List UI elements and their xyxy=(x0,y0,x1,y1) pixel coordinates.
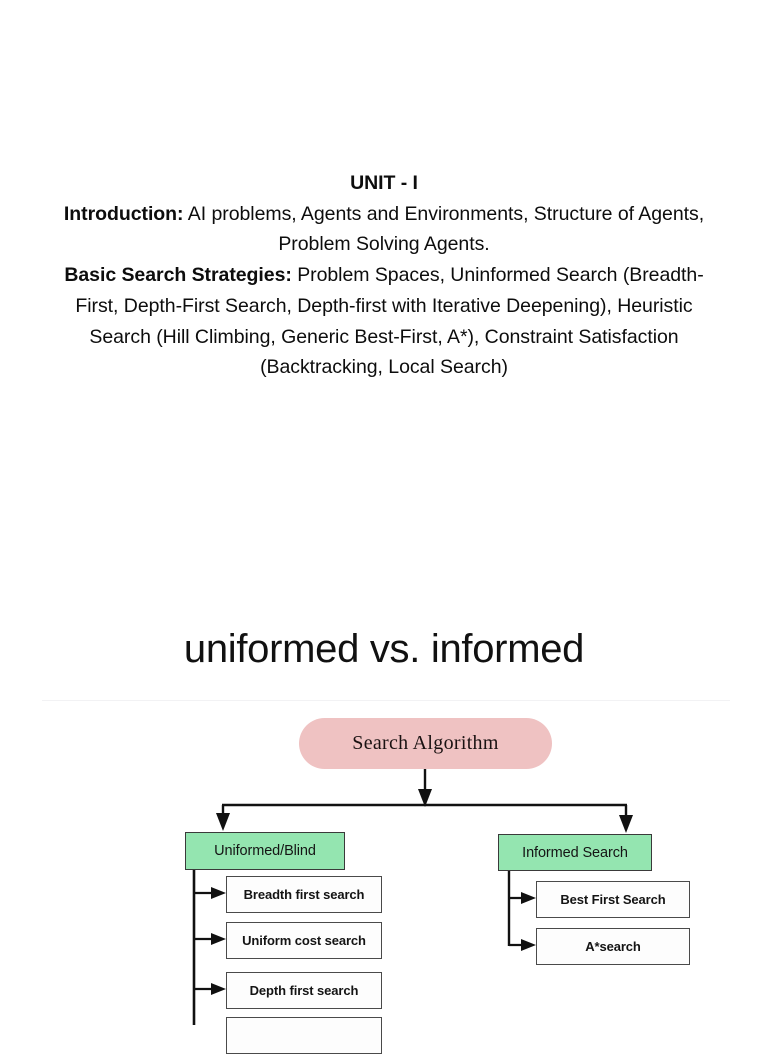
node-uniform-cost-search[interactable]: Uniform cost search xyxy=(226,922,382,959)
syllabus-lead-basic-search-strategies: Basic Search Strategies: xyxy=(64,264,292,287)
node-breadth-first-search[interactable]: Breadth first search xyxy=(226,876,382,913)
section-heading: uniformed vs. informed xyxy=(183,627,585,671)
syllabus-text-block: UNIT - I Introduction: AI problems, Agen… xyxy=(50,168,718,383)
node-uniformed-blind[interactable]: Uniformed/Blind xyxy=(185,832,345,870)
syllabus-paragraph-introduction: Introduction: AI problems, Agents and En… xyxy=(50,199,718,260)
syllabus-body-introduction: AI problems, Agents and Environments, St… xyxy=(183,202,705,256)
unit-title: UNIT - I xyxy=(350,172,418,194)
node-uniformed-blind-child-4[interactable] xyxy=(226,1017,382,1054)
syllabus-lead-introduction: Introduction: xyxy=(63,202,184,225)
node-a-star-search[interactable]: A*search xyxy=(536,928,690,965)
node-best-first-search[interactable]: Best First Search xyxy=(536,881,690,918)
syllabus-paragraph-basic-search-strategies: Basic Search Strategies: Problem Spaces,… xyxy=(50,260,718,383)
node-informed-search[interactable]: Informed Search xyxy=(498,834,652,871)
search-algorithm-diagram: Search Algorithm Uniformed/Blind Informe… xyxy=(42,700,730,1054)
syllabus-body-basic-search-strategies: Problem Spaces, Uninformed Search (Bread… xyxy=(75,264,704,379)
node-depth-first-search[interactable]: Depth first search xyxy=(226,972,382,1009)
node-search-algorithm[interactable]: Search Algorithm xyxy=(299,718,552,769)
diagram-inner: Search Algorithm Uniformed/Blind Informe… xyxy=(42,701,730,1054)
